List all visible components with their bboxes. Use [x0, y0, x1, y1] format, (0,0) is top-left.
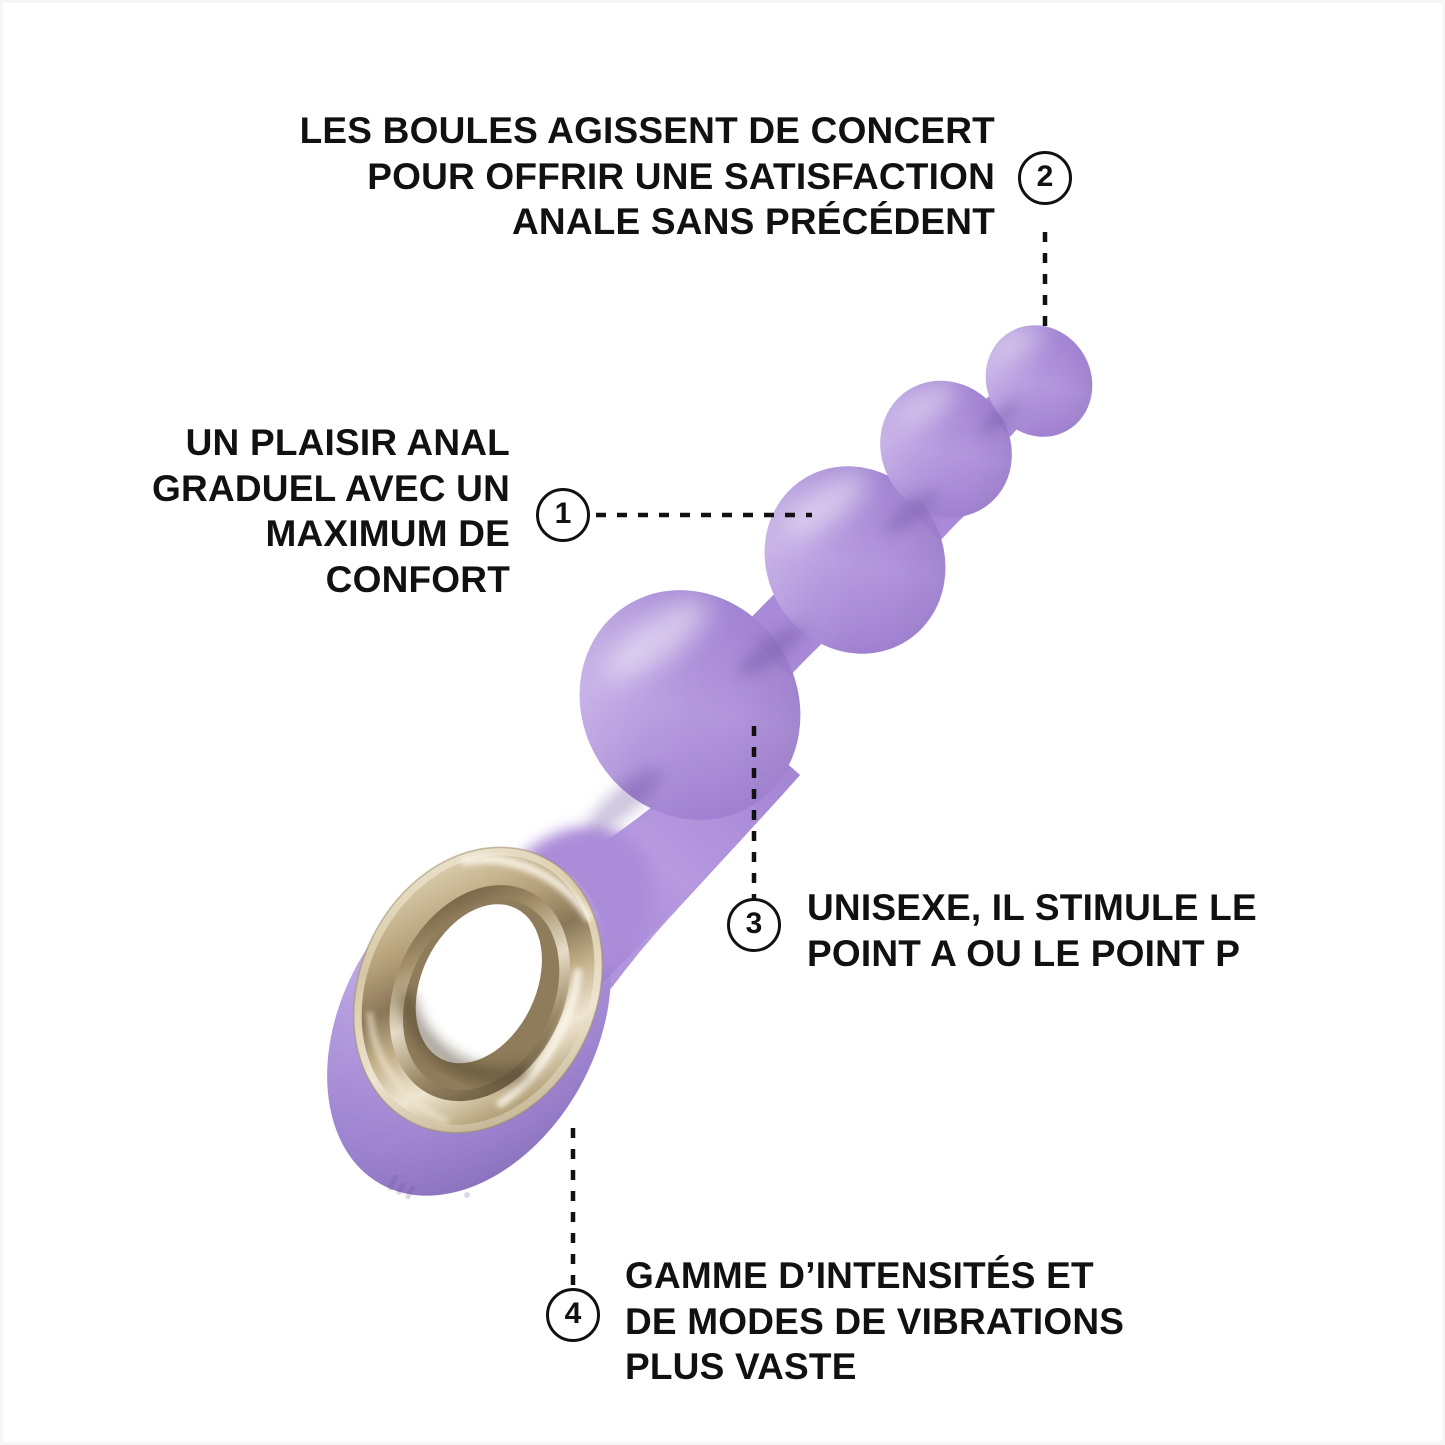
neck-shadows: [588, 402, 1020, 832]
callout-marker-4-label: 4: [564, 1297, 582, 1330]
callout-marker-2-label: 2: [1036, 160, 1054, 193]
callout-marker-4[interactable]: 4: [546, 1288, 600, 1342]
gold-ring: [352, 846, 604, 1134]
callout-marker-3[interactable]: 3: [727, 898, 781, 952]
callout-text-3: UNISEXE, IL STIMULE LE POINT A OU LE POI…: [807, 887, 1257, 974]
callout-text-2: LES BOULES AGISSENT DE CONCERT POUR OFFR…: [299, 110, 995, 242]
callout-marker-2[interactable]: 2: [1018, 151, 1072, 205]
handle-markings: [387, 1174, 416, 1200]
callout-marker-1[interactable]: 1: [536, 488, 590, 542]
callout-text-1: UN PLAISIR ANAL GRADUEL AVEC UN MAXIMUM …: [152, 422, 510, 600]
callout-text-4: GAMME D’INTENSITÉS ET DE MODES DE VIBRAT…: [625, 1255, 1125, 1387]
callout-marker-1-label: 1: [554, 497, 572, 530]
handle-dot-marking: [464, 1192, 470, 1198]
callout-marker-3-label: 3: [745, 907, 763, 940]
